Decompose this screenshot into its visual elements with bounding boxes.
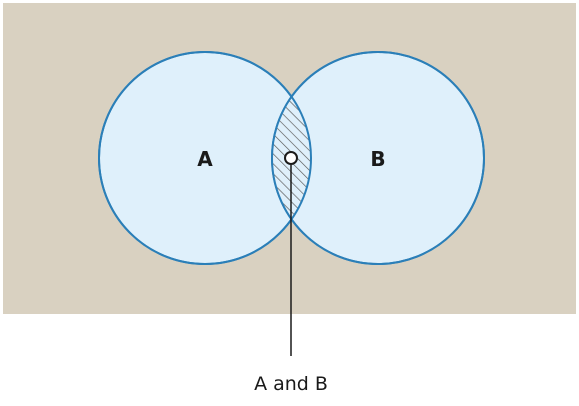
set-b-outline [271, 51, 485, 265]
intersection-label: A and B [254, 373, 328, 395]
set-a-label: A [197, 147, 213, 171]
intersection-marker [284, 151, 298, 165]
set-b-label: B [370, 147, 385, 171]
set-a-outline [98, 51, 312, 265]
